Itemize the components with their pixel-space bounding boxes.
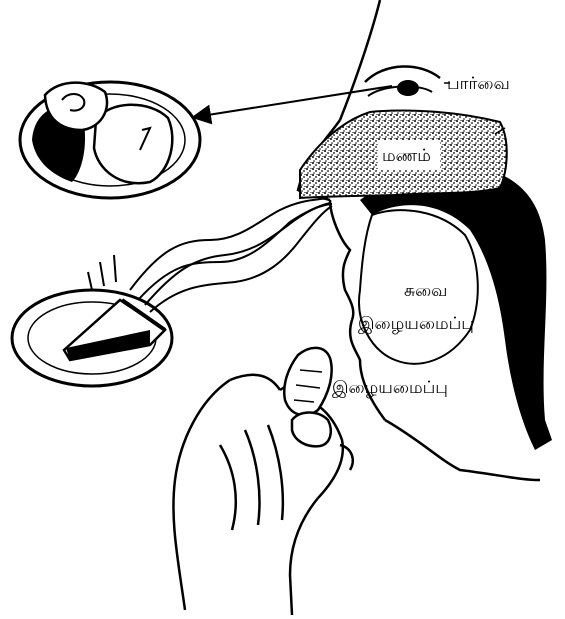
texture-hand-label: இழையமைப்பு xyxy=(332,380,448,397)
eye-icon xyxy=(365,66,440,96)
texture-mouth-label: இழையமைப்பு xyxy=(358,316,474,333)
sight-label: பார்வை xyxy=(447,76,510,93)
food-piece-icon xyxy=(284,348,331,446)
taste-label: சுவை xyxy=(404,283,447,300)
sight-arrow xyxy=(195,86,392,117)
smell-label: மணம் xyxy=(382,148,431,165)
aroma-arrows xyxy=(130,198,332,312)
food-plate-icon xyxy=(20,82,200,198)
pie-plate-icon xyxy=(12,255,172,386)
